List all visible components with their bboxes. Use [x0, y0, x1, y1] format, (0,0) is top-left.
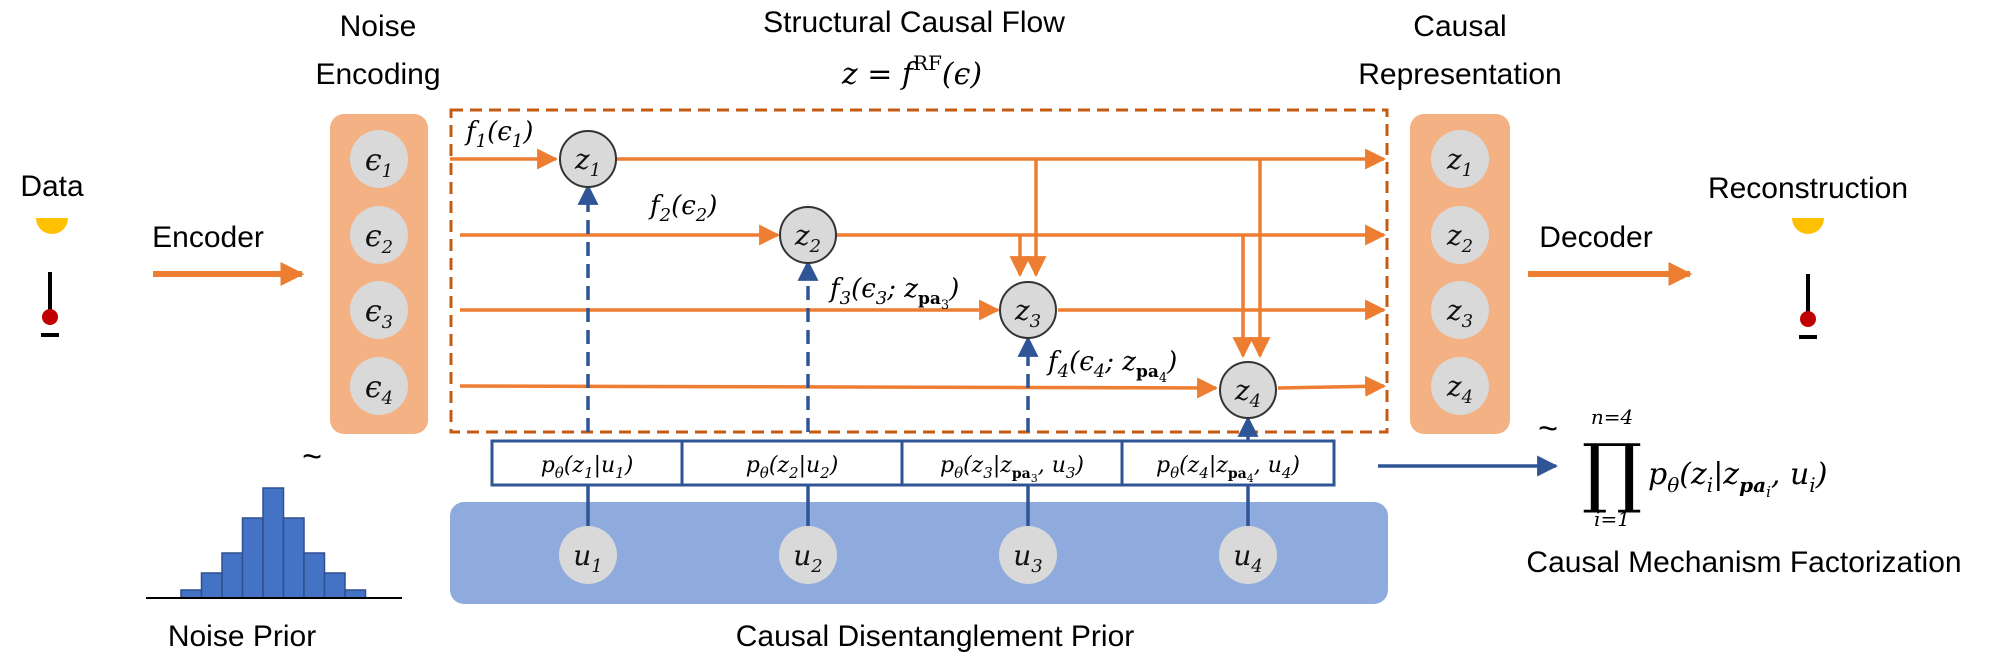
svg-text:pθ(z3|zpa3, u3): pθ(z3|zpa3, u3) [940, 453, 1084, 485]
factorization-term: pθ(zi|zpai, ui) [1648, 457, 1827, 501]
prior-node-label: u2 [793, 539, 823, 577]
flow-function-1: f1(ϵ1) [464, 117, 533, 152]
decoder-label: Decoder [1539, 221, 1652, 254]
factorization-upper-limit: n=4 [1591, 405, 1633, 429]
conditional-box-3: pθ(z3|zpa3, u3) [900, 439, 1124, 487]
representation-node-3: z3 [1431, 281, 1489, 339]
prior-node-label: u1 [573, 539, 603, 577]
representation-node-1: z1 [1431, 130, 1489, 188]
prior-node-u4: u4 [1219, 526, 1277, 584]
latent-node-z3: z3 [999, 281, 1057, 339]
representation-node-label: z4 [1446, 370, 1473, 408]
structural-causal-flow-title: Structural Causal Flow [763, 6, 1065, 39]
representation-node-label: z1 [1446, 143, 1473, 181]
latent-node-label: z2 [794, 219, 821, 257]
latent-node-z4: z4 [1219, 361, 1277, 419]
noise-node-1: ϵ1 [350, 130, 408, 188]
noise-encoding-title-line1: Noise [340, 10, 417, 43]
noise-prior-label: Noise Prior [168, 620, 316, 653]
histogram-bar [262, 487, 285, 599]
conditional-box-1: pθ(z1|u1) [490, 439, 684, 487]
prior-node-label: u3 [1013, 539, 1043, 577]
data-label: Data [20, 170, 84, 203]
conditional-box-2: pθ(z2|u2) [680, 439, 904, 487]
encoder-label: Encoder [152, 221, 264, 254]
causal-prior-panel [450, 502, 1388, 604]
flow-function-4: f4(ϵ4; zpa4) [1046, 347, 1177, 386]
noise-node-3: ϵ3 [350, 281, 408, 339]
causal-representation-title-line1: Causal [1413, 10, 1506, 43]
noise-prior-histogram [180, 487, 367, 599]
prior-node-u1: u1 [559, 526, 617, 584]
reconstruction-bulb-icon [1792, 218, 1824, 339]
histogram-bar [241, 517, 264, 599]
flow-line-4-in [459, 377, 1219, 399]
histogram-bar [323, 572, 346, 599]
histogram-bar [221, 552, 244, 599]
noise-node-4: ϵ4 [350, 357, 408, 415]
latent-node-label: z1 [574, 143, 601, 181]
causal-disentanglement-prior-label: Causal Disentanglement Prior [736, 620, 1135, 653]
noise-node-label: ϵ3 [365, 294, 393, 333]
flow-line-4-out [1277, 375, 1387, 397]
noise-node-label: ϵ1 [365, 143, 393, 182]
flow-function-3: f3(ϵ3; zpa3) [828, 274, 959, 313]
structural-causal-flow-box [449, 108, 1389, 434]
reconstruction-label: Reconstruction [1708, 172, 1908, 205]
histogram-bar [303, 552, 326, 599]
data-bulb-icon [36, 218, 68, 337]
prior-node-u3: u3 [999, 526, 1057, 584]
product-symbol: ∏ [1582, 427, 1643, 516]
prior-node-label: u4 [1233, 539, 1263, 577]
representation-node-4: z4 [1431, 357, 1489, 415]
noise-encoding-title-line2: Encoding [315, 58, 440, 91]
histogram-bar [180, 589, 203, 599]
histogram-bar [200, 572, 223, 599]
noise-node-2: ϵ2 [350, 206, 408, 264]
causal-tilde: ~ [1538, 410, 1558, 448]
latent-node-z1: z1 [559, 130, 617, 188]
latent-node-label: z4 [1234, 374, 1261, 412]
latent-node-label: z3 [1014, 294, 1041, 332]
representation-node-2: z2 [1431, 206, 1489, 264]
conditional-box-4: pθ(z4|zpa4, u4) [1120, 439, 1336, 487]
noise-tilde: ~ [302, 438, 322, 476]
flow-function-2: f2(ϵ2) [648, 191, 717, 226]
noise-encoding-panel [330, 114, 428, 434]
factorization-lower-limit: i=1 [1594, 507, 1630, 531]
histogram-bar [344, 589, 367, 599]
histogram-bar [282, 517, 305, 599]
causal-representation-title-line2: Representation [1358, 58, 1561, 91]
representation-node-label: z3 [1446, 294, 1473, 332]
latent-node-z2: z2 [779, 206, 837, 264]
representation-node-label: z2 [1446, 219, 1473, 257]
noise-node-label: ϵ2 [365, 219, 393, 258]
prior-node-u2: u2 [779, 526, 837, 584]
causal-mechanism-factorization-label: Causal Mechanism Factorization [1526, 546, 1961, 579]
noise-node-label: ϵ4 [365, 370, 393, 409]
flow-equation: z = fRF(ϵ) [841, 51, 982, 92]
causal-representation-panel [1410, 114, 1510, 434]
